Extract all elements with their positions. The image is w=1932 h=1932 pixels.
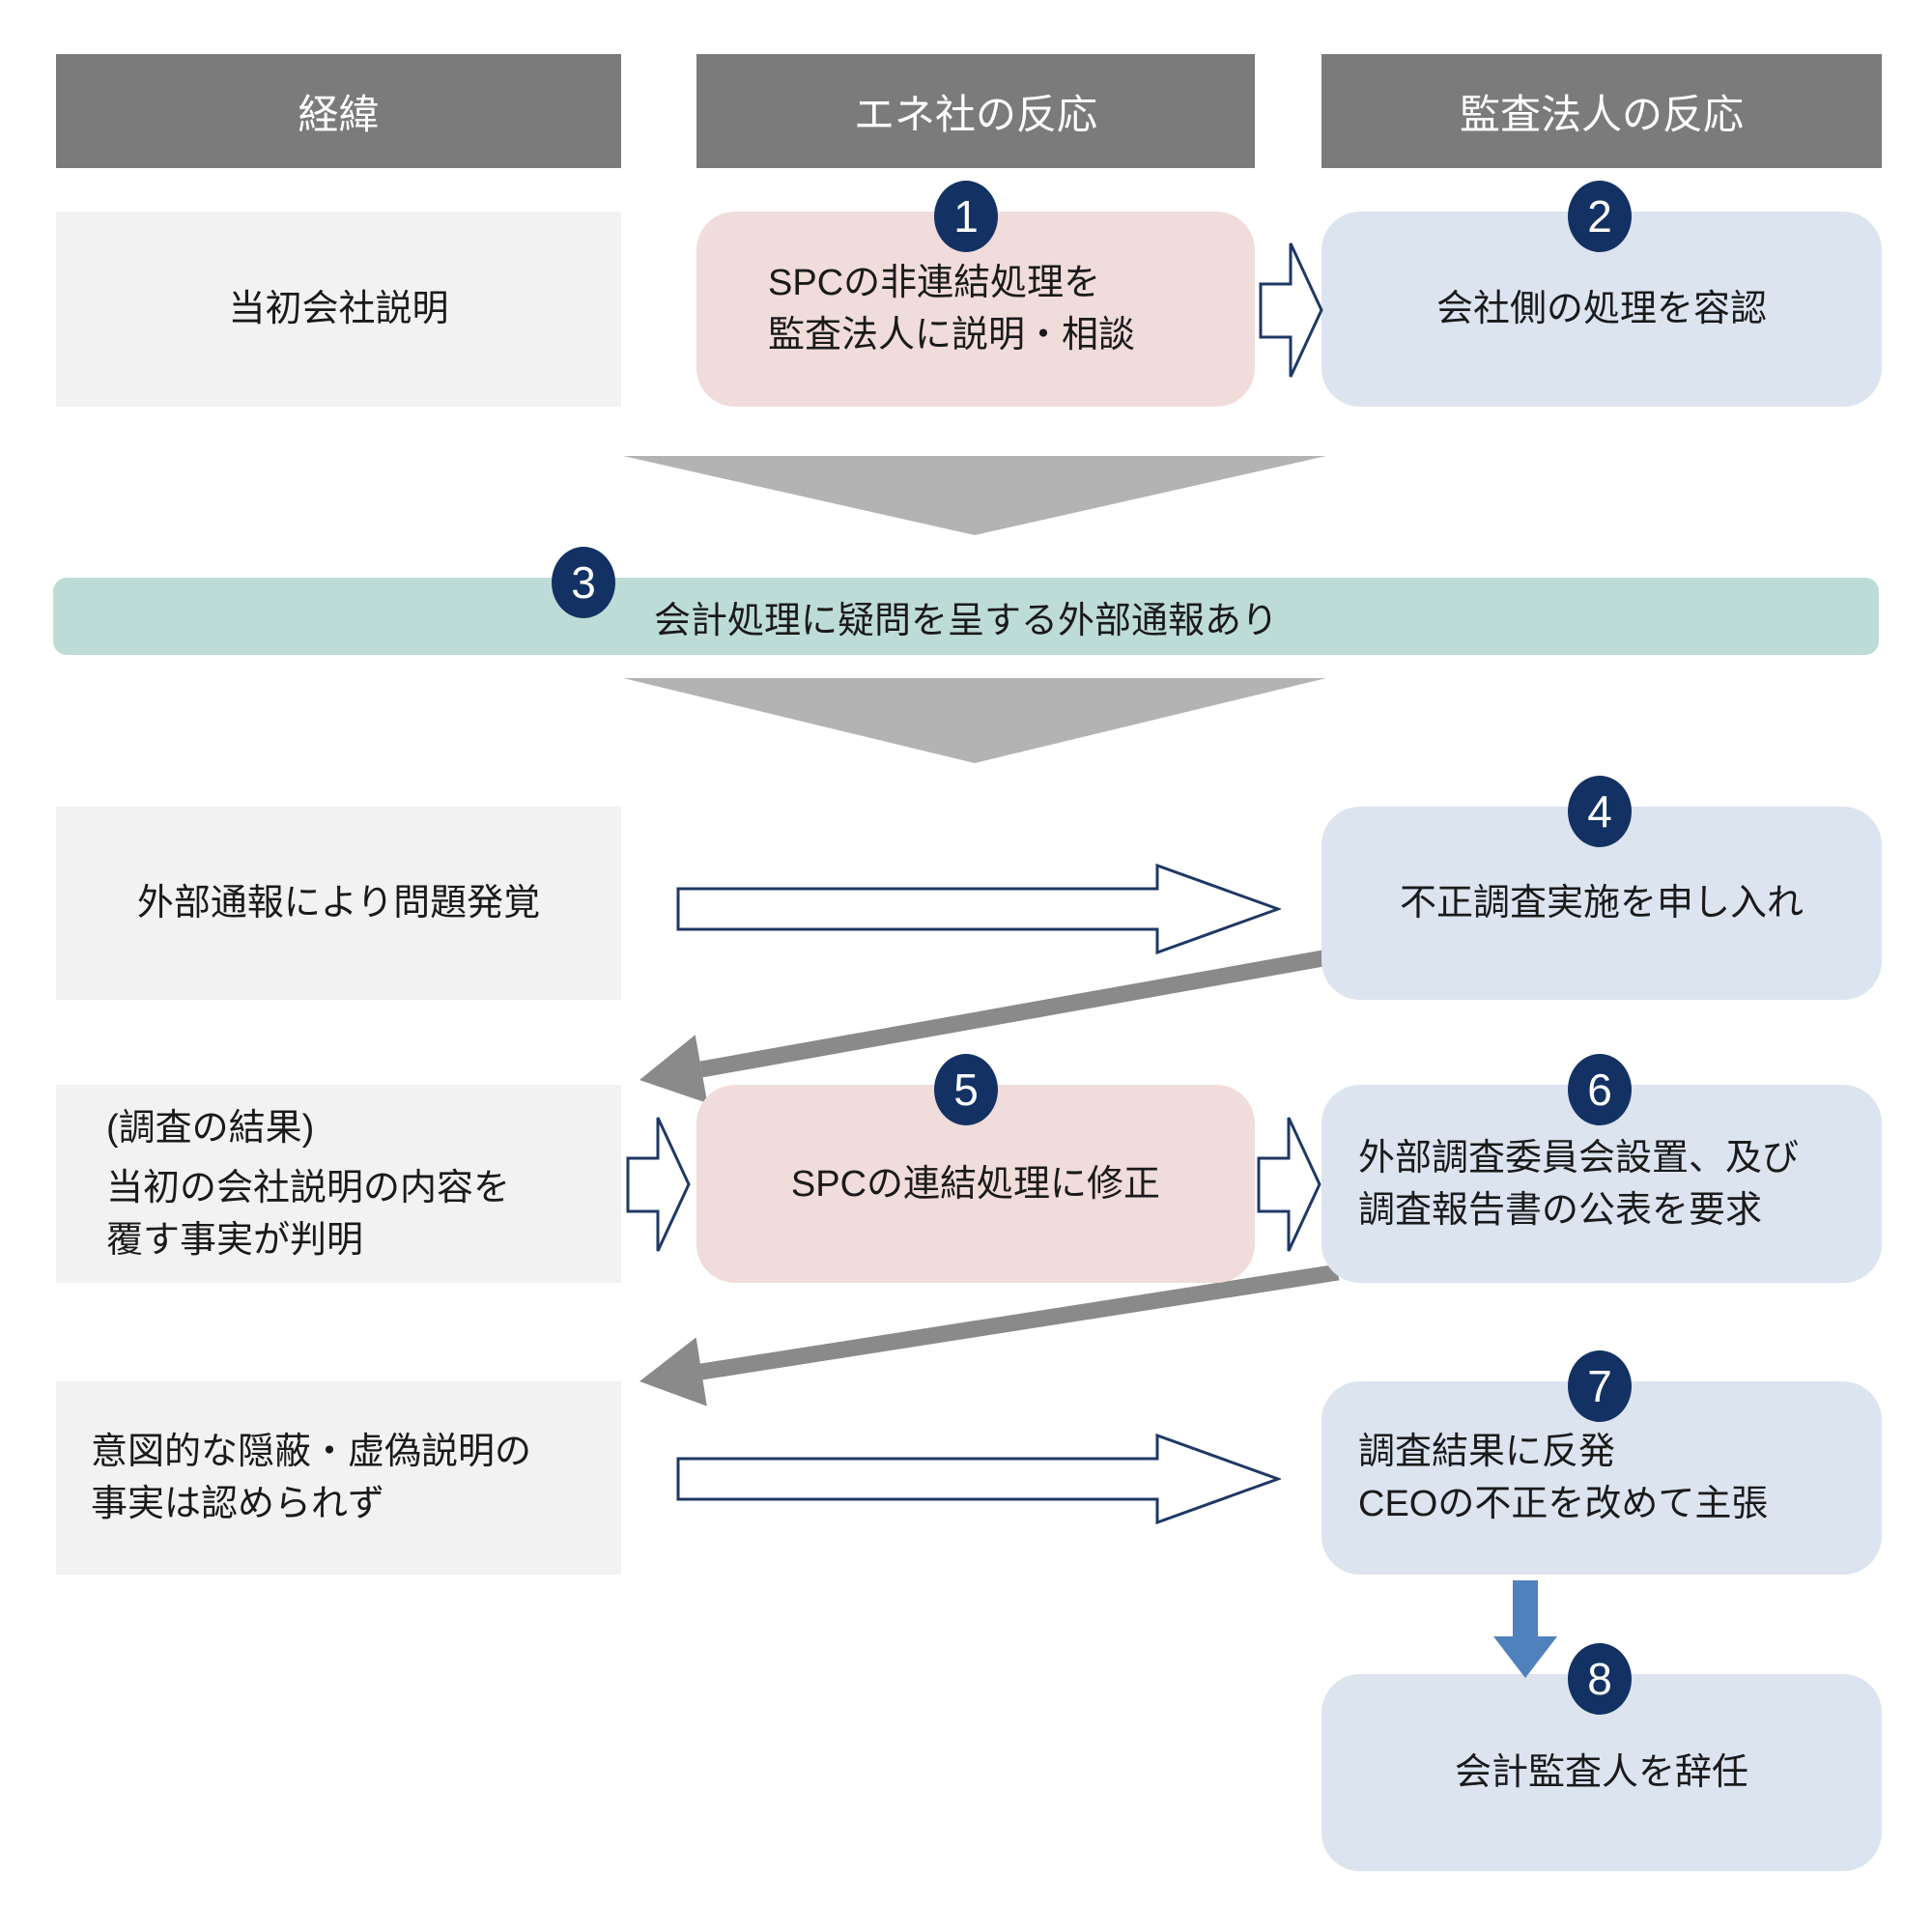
step-box-1-line: SPCの非連結処理を xyxy=(768,263,1101,303)
arrow-timeline4-to-step7 xyxy=(676,1434,1281,1524)
banner-step-3: 会計処理に疑問を呈する外部通報あり xyxy=(53,578,1879,655)
step-box-8-line: 会計監査人を辞任 xyxy=(1454,1752,1748,1793)
step-badge-7-number: 7 xyxy=(1587,1361,1612,1411)
header-timeline: 経緯 xyxy=(56,54,621,168)
diagonal-arrow-step6-to-timeline4 xyxy=(639,1264,1340,1406)
step-box-2-line: 会社側の処理を容認 xyxy=(1435,289,1767,329)
timeline-box-1: 当初会社説明 xyxy=(56,212,621,407)
step-badge-2: 2 xyxy=(1568,181,1632,252)
arrow-step7-to-step8 xyxy=(1493,1580,1557,1678)
step-badge-3: 3 xyxy=(552,547,615,618)
arrow-step5-to-step6 xyxy=(1257,1117,1321,1252)
header-company: エネ社の反応 xyxy=(696,54,1255,168)
arrow-step1-to-step2 xyxy=(1259,242,1323,378)
arrow-timeline2-to-step4 xyxy=(676,864,1281,954)
step-box-5-line: SPCの連結処理に修正 xyxy=(790,1163,1161,1205)
step-badge-5: 5 xyxy=(934,1054,998,1125)
step-badge-6: 6 xyxy=(1568,1054,1632,1125)
step-box-6-line: 外部調査委員会設置、及び xyxy=(1358,1137,1800,1179)
step-badge-5-number: 5 xyxy=(953,1065,979,1115)
step-box-7-line: CEOの不正を改めて主張 xyxy=(1358,1484,1769,1524)
step-box-4-line: 不正調査実施を申し入れ xyxy=(1399,883,1804,923)
step-badge-3-number: 3 xyxy=(571,557,596,608)
arrow-timeline3-to-step5 xyxy=(626,1117,691,1252)
step-badge-6-number: 6 xyxy=(1587,1065,1612,1115)
step-badge-8: 8 xyxy=(1568,1643,1632,1715)
step-badge-8-number: 8 xyxy=(1587,1654,1612,1704)
timeline-box-2-line: 外部通報により問題発覚 xyxy=(136,883,541,923)
timeline-box-2: 外部通報により問題発覚 xyxy=(56,807,621,1000)
step-box-1-line: 監査法人に説明・相談 xyxy=(768,315,1136,355)
timeline-box-3-line: 覆す事実が判明 xyxy=(106,1219,364,1261)
header-auditor: 監査法人の反応 xyxy=(1321,54,1882,168)
timeline-box-4-line: 意図的な隠蔽・虚偽説明の xyxy=(91,1432,532,1472)
timeline-box-4-line: 事実は認められず xyxy=(91,1484,385,1524)
header-company-label: エネ社の反応 xyxy=(853,91,1097,137)
step-box-6-line: 調査報告書の公表を要求 xyxy=(1358,1189,1763,1231)
timeline-box-3: (調査の結果) 当初の会社説明の内容を 覆す事実が判明 xyxy=(56,1085,621,1283)
step-badge-7: 7 xyxy=(1568,1350,1632,1422)
timeline-box-3-line: (調査の結果) xyxy=(106,1107,315,1149)
step-box-7-line: 調査結果に反発 xyxy=(1358,1432,1616,1472)
step-badge-1-number: 1 xyxy=(953,191,979,242)
timeline-box-4: 意図的な隠蔽・虚偽説明の 事実は認められず xyxy=(56,1381,621,1575)
diagonal-arrow-step4-to-timeline3 xyxy=(639,946,1347,1103)
timeline-box-1-line: 当初会社説明 xyxy=(228,289,449,329)
banner-step-3-text: 会計処理に疑問を呈する外部通報あり xyxy=(653,600,1278,641)
timeline-box-3-line: 当初の会社説明の内容を xyxy=(106,1167,511,1208)
down-chevron-icon-2 xyxy=(623,678,1326,763)
down-chevron-icon-1 xyxy=(623,456,1326,535)
step-badge-4-number: 4 xyxy=(1587,786,1612,837)
step-badge-1: 1 xyxy=(934,181,998,252)
step-badge-4: 4 xyxy=(1568,776,1632,847)
header-timeline-label: 経緯 xyxy=(298,91,380,137)
step-badge-2-number: 2 xyxy=(1587,191,1612,242)
header-auditor-label: 監査法人の反応 xyxy=(1459,91,1744,137)
